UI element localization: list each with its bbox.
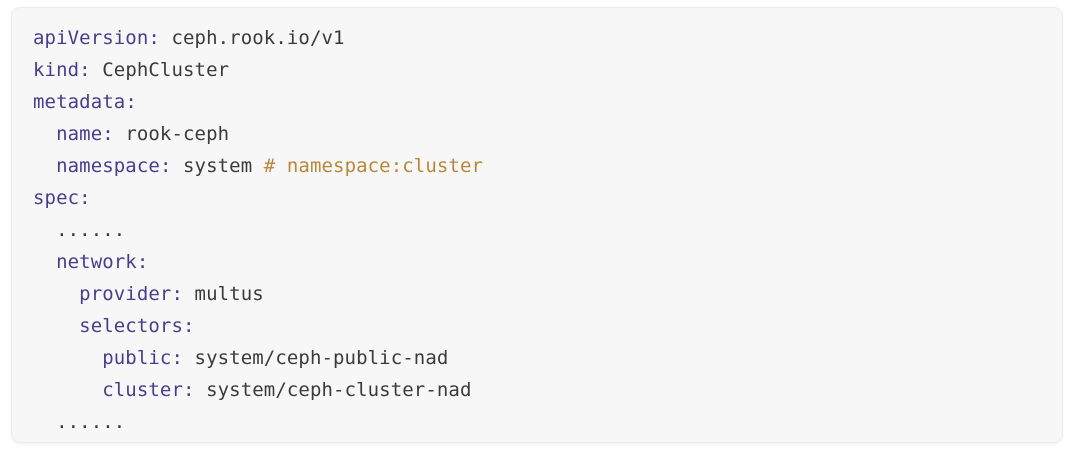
- code-indent: [33, 379, 102, 401]
- code-token-punct: :: [79, 59, 91, 81]
- code-line: apiVersion: ceph.rook.io/v1: [33, 22, 1062, 54]
- code-indent: [33, 283, 79, 305]
- code-token-key: kind: [33, 59, 80, 81]
- code-line: name: rook-ceph: [33, 118, 1062, 150]
- code-token-key: provider: [79, 283, 172, 305]
- code-token-val: ceph.rook.io/v1: [159, 27, 345, 49]
- code-token-key: network: [56, 251, 137, 273]
- code-line: cluster: system/ceph-cluster-nad: [33, 374, 1062, 406]
- code-line: provider: multus: [33, 278, 1062, 310]
- code-token-comment: # namespace:cluster: [263, 155, 484, 177]
- code-token-key: namespace: [56, 155, 160, 177]
- code-line: namespace: system # namespace:cluster: [33, 150, 1062, 182]
- code-token-key: apiVersion: [33, 27, 149, 49]
- code-line: selectors:: [33, 310, 1062, 342]
- code-line: spec:: [33, 182, 1062, 214]
- code-indent: [33, 347, 102, 369]
- code-token-key: selectors: [79, 315, 184, 337]
- code-indent: [33, 315, 79, 337]
- code-token-punct: :: [171, 283, 184, 305]
- code-line: network:: [33, 246, 1062, 278]
- code-token-val: system/ceph-cluster-nad: [194, 379, 472, 401]
- code-token-val: rook-ceph: [113, 123, 230, 145]
- code-token-punct: :: [183, 315, 195, 337]
- code-token-ellipsis: ......: [56, 219, 126, 241]
- code-token-punct: :: [79, 187, 91, 209]
- code-indent: [33, 219, 56, 241]
- code-line: ......: [33, 406, 1062, 438]
- code-line: public: system/ceph-public-nad: [33, 342, 1062, 374]
- code-indent: [33, 411, 56, 433]
- code-token-key: public: [102, 347, 172, 369]
- code-token-key: cluster: [102, 379, 184, 401]
- code-token-ellipsis: ......: [56, 411, 126, 433]
- code-token-punct: :: [136, 251, 149, 273]
- code-token-key: name: [56, 123, 103, 145]
- code-token-punct: :: [171, 347, 184, 369]
- code-token-key: spec: [33, 187, 80, 209]
- code-indent: [33, 155, 56, 177]
- code-line: kind: CephCluster: [33, 54, 1062, 86]
- code-token-val: multus: [183, 283, 264, 305]
- code-line: ......: [33, 214, 1062, 246]
- code-token-val: system/ceph-public-nad: [183, 347, 449, 369]
- code-token-punct: :: [148, 27, 160, 49]
- code-token-key: metadata: [33, 91, 126, 113]
- code-token-punct: :: [102, 123, 114, 145]
- code-token-punct: :: [159, 155, 172, 177]
- code-line: metadata:: [33, 86, 1062, 118]
- code-token-val: CephCluster: [90, 59, 230, 81]
- code-token-val: system: [171, 155, 264, 177]
- code-token-punct: :: [125, 91, 137, 113]
- code-indent: [33, 251, 56, 273]
- code-indent: [33, 123, 56, 145]
- code-token-punct: :: [183, 379, 195, 401]
